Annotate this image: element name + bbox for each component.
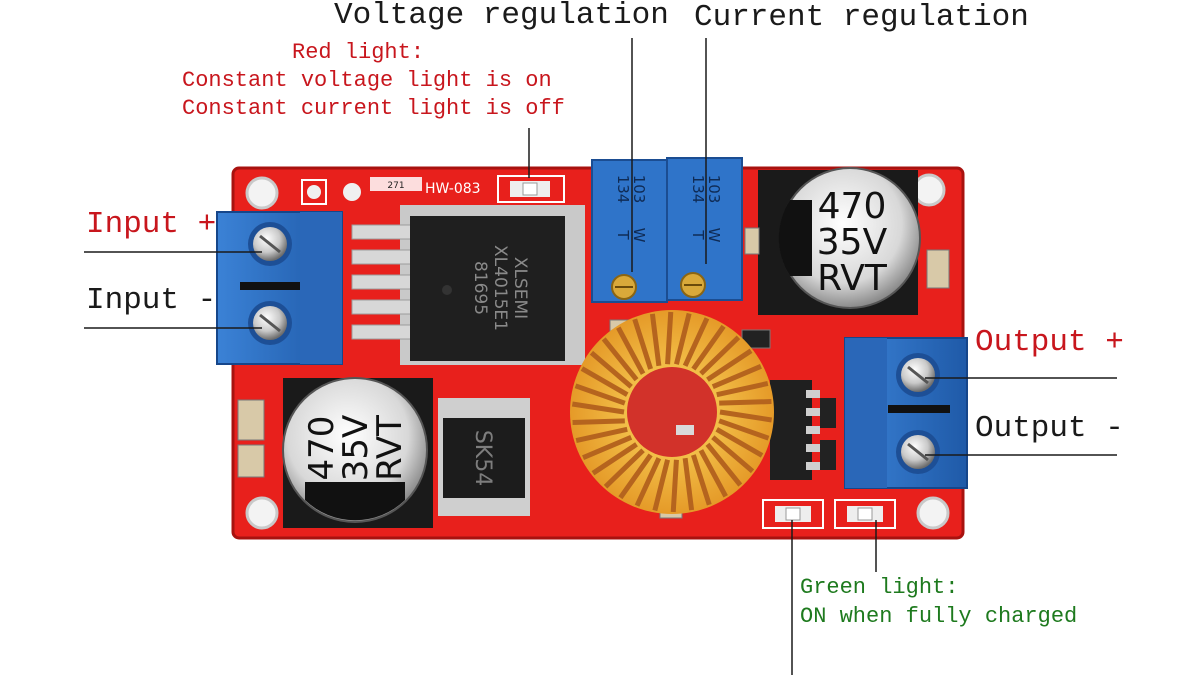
input-terminal [216, 211, 343, 365]
coil-winding [711, 435, 755, 474]
svg-text:W: W [630, 228, 648, 243]
coil-winding [670, 459, 679, 513]
svg-text:T: T [689, 229, 707, 240]
red-light-line2: Constant current light is off [182, 96, 565, 121]
toroid-inductor [570, 310, 774, 514]
coil-winding [603, 448, 645, 489]
coil-winding [634, 457, 662, 507]
coil-winding [682, 457, 695, 511]
svg-text:81695: 81695 [470, 261, 490, 315]
svg-text:RVT: RVT [370, 415, 410, 481]
output-minus-label: Output - [975, 411, 1124, 446]
sk54-diode: SK54 [438, 398, 530, 516]
svg-text:XL4015E1: XL4015E1 [490, 245, 510, 331]
smd-marking: 271 [387, 181, 404, 191]
input-minus-label: Input - [86, 283, 217, 318]
svg-text:XLSEMI: XLSEMI [510, 257, 530, 319]
svg-text:103: 103 [705, 175, 723, 204]
svg-text:35V: 35V [336, 415, 376, 482]
coil-winding [601, 337, 639, 382]
coil-winding [571, 401, 625, 415]
svg-text:134: 134 [689, 175, 707, 204]
coil-winding [616, 326, 646, 375]
coil-winding [699, 335, 741, 376]
coil-winding [674, 312, 692, 365]
coil-winding [589, 350, 633, 389]
coil-winding [575, 426, 628, 443]
coil-winding [632, 318, 653, 370]
svg-text:470: 470 [818, 186, 887, 227]
coil-winding [682, 317, 710, 367]
coil-winding [572, 418, 625, 425]
output-ic [770, 380, 836, 480]
coil-winding [652, 459, 670, 512]
mounting-holes [245, 173, 950, 530]
svg-text:T: T [614, 229, 632, 240]
coil-winding [719, 399, 772, 406]
svg-text:RVT: RVT [817, 258, 888, 299]
current-regulation-label: Current regulation [694, 0, 1029, 35]
green-light-line1: ON when fully charged [800, 604, 1078, 629]
output-plus-label: Output + [975, 325, 1124, 360]
svg-text:SK54: SK54 [470, 430, 495, 486]
input-plus-label: Input + [86, 207, 217, 242]
output-terminal [844, 337, 968, 489]
green-light-title: Green light: [800, 575, 959, 600]
coil-winding [711, 364, 762, 390]
coil-winding [591, 442, 638, 476]
red-led [497, 175, 565, 203]
coil-winding [580, 366, 629, 397]
coil-winding [574, 383, 626, 406]
svg-text:W: W [705, 228, 723, 243]
coil-winding [698, 449, 728, 498]
svg-text:470: 470 [302, 416, 342, 481]
coil-winding [691, 454, 712, 506]
capacitor-left: 470 35V RVT [282, 377, 433, 528]
voltage-trimpot: 134 103 T W [591, 159, 668, 303]
coil-winding [718, 418, 770, 441]
voltage-regulation-label: Voltage regulation [334, 0, 669, 33]
svg-text:103: 103 [630, 175, 648, 204]
xl4015-chip: XLSEMI XL4015E1 81695 [351, 205, 585, 365]
coil-winding [691, 324, 726, 371]
coil-winding [706, 348, 753, 382]
red-light-line1: Constant voltage light is on [182, 68, 552, 93]
svg-text:134: 134 [614, 175, 632, 204]
coil-winding [715, 427, 764, 458]
leader-lines [84, 38, 1117, 675]
svg-text:35V: 35V [817, 222, 888, 263]
board-model: HW-083 [425, 181, 481, 197]
capacitor-top: 470 35V RVT [758, 167, 921, 315]
coil-winding [719, 409, 773, 423]
coil-winding [716, 381, 769, 398]
red-light-title: Red light: [292, 40, 425, 65]
charge-leds [762, 499, 896, 529]
coil-winding [618, 453, 653, 500]
coil-winding [582, 434, 633, 460]
coil-winding [649, 313, 662, 367]
coil-winding [705, 442, 743, 487]
coil-winding [665, 311, 674, 365]
current-trimpot: 134 103 T W [666, 157, 743, 301]
